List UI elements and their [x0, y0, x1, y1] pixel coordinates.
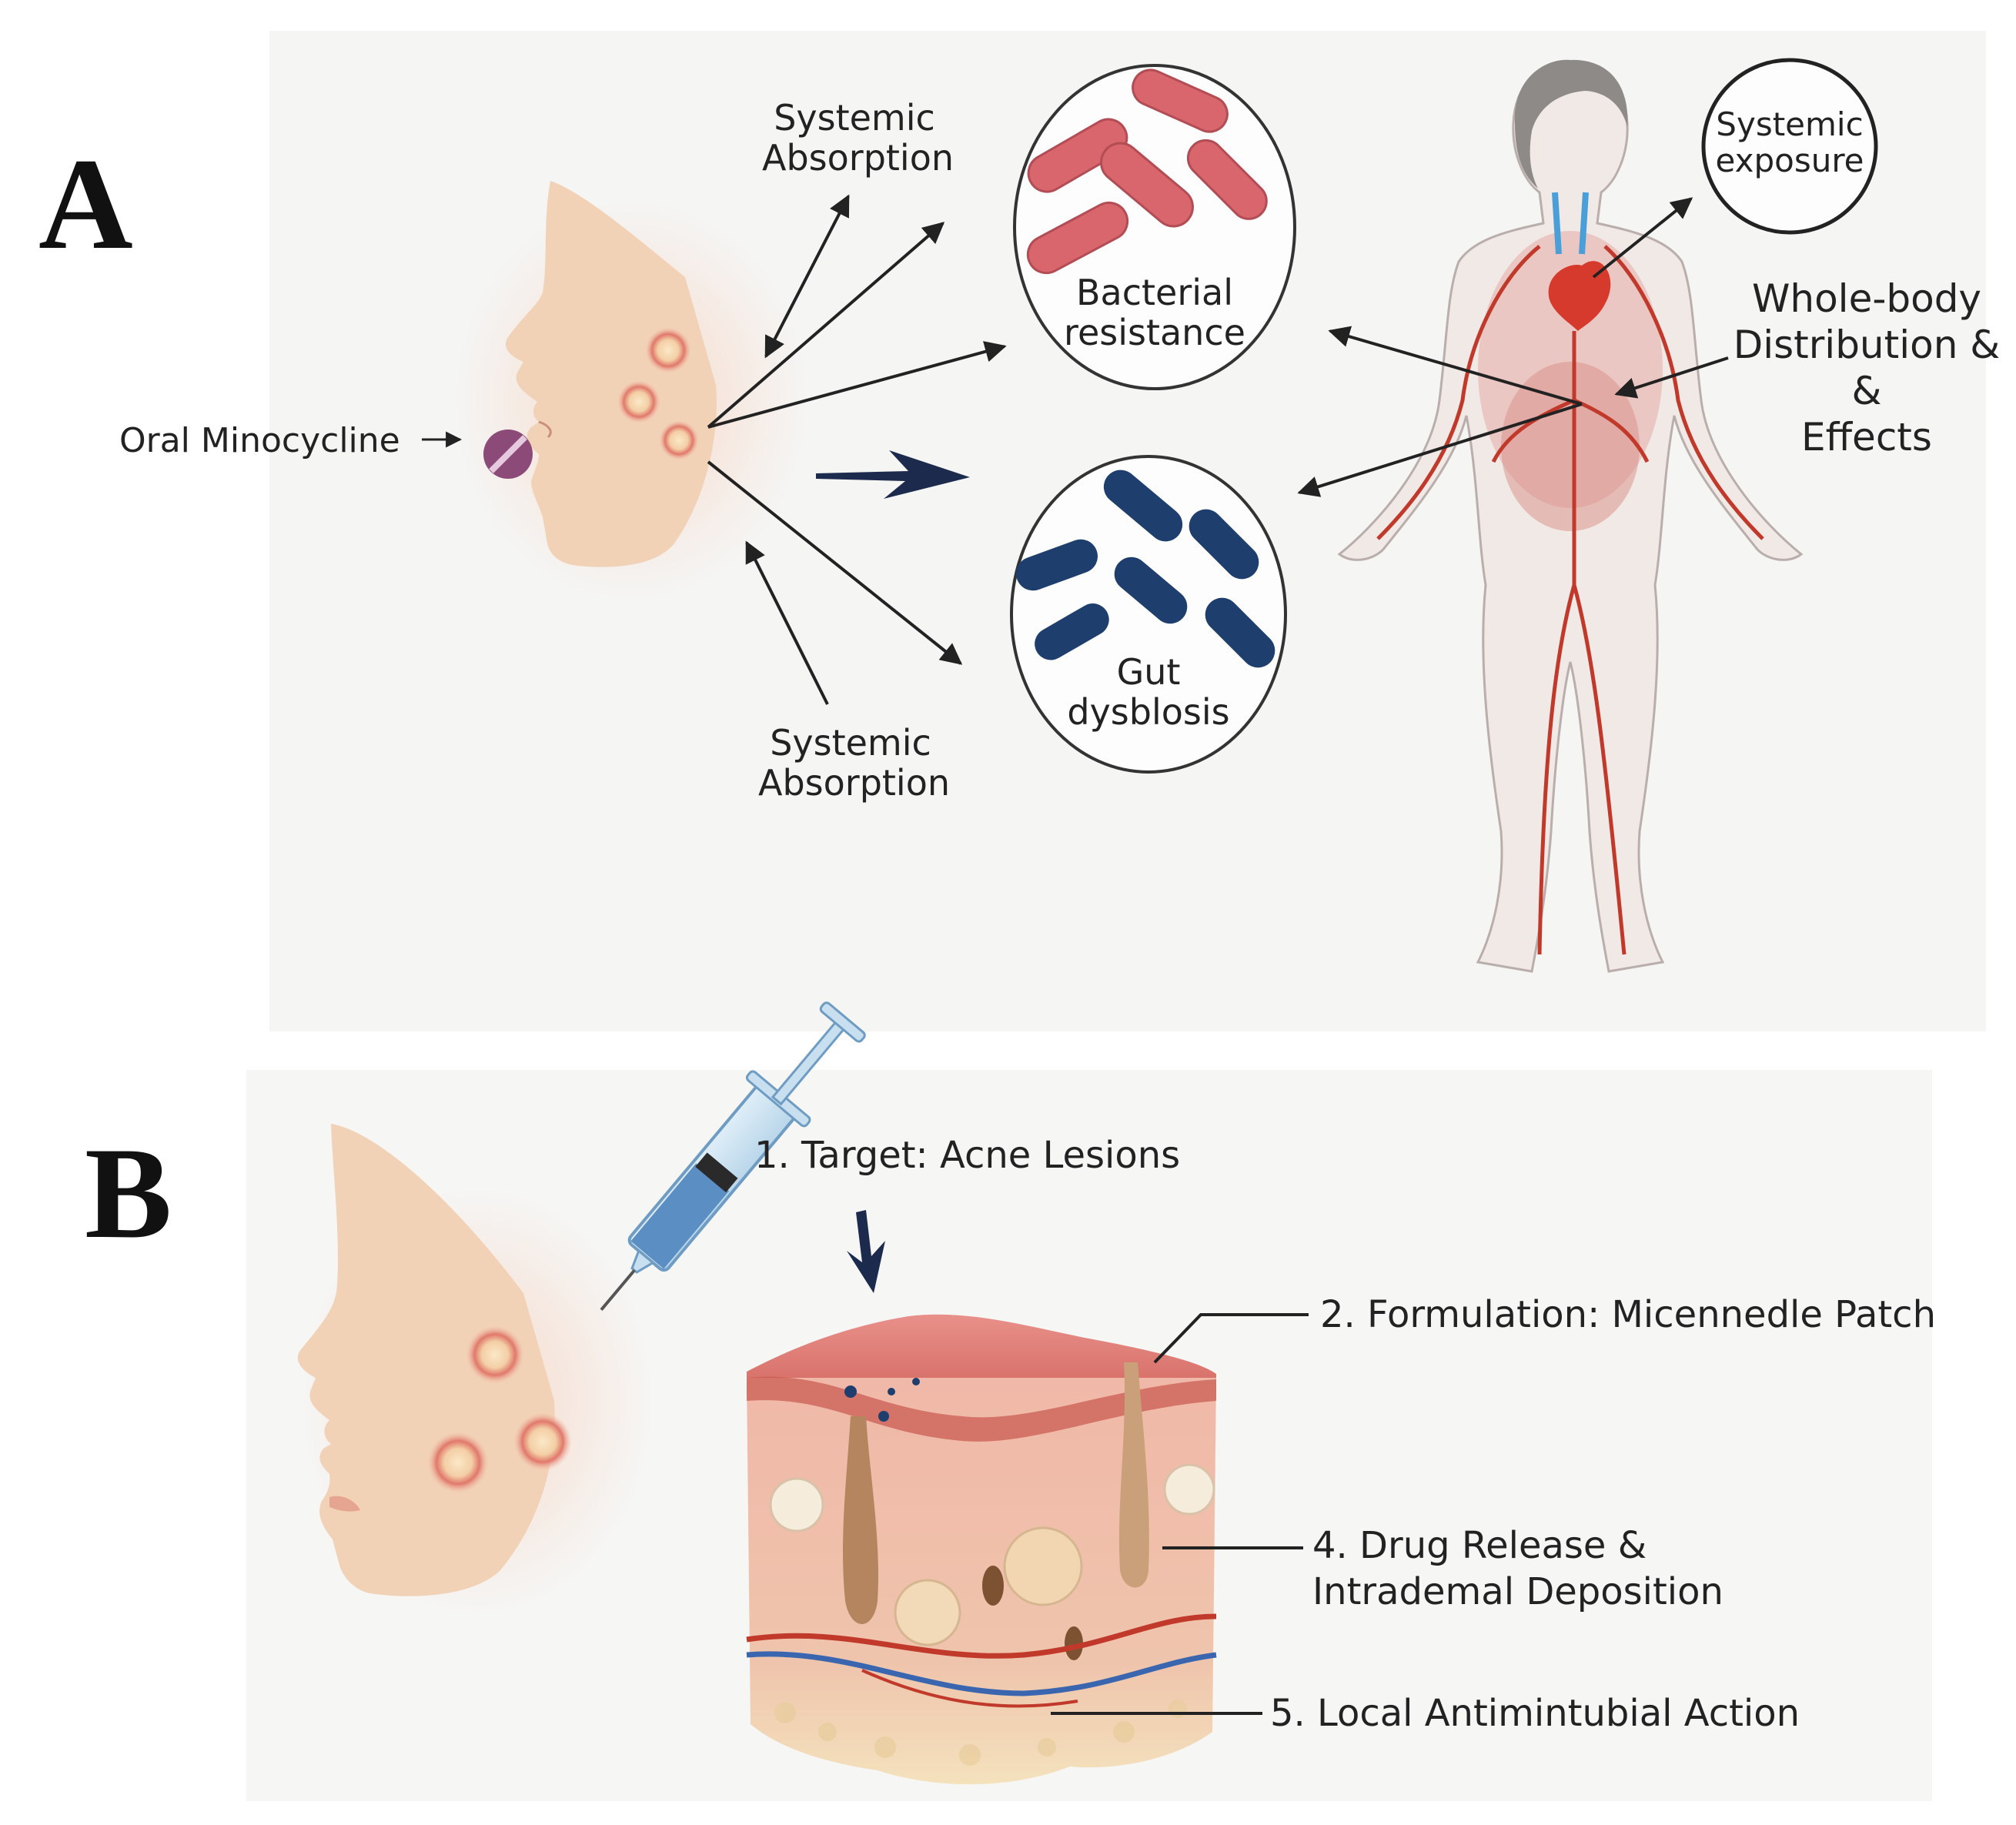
step-4-label: 4. Drug Release & Intrademal Deposition [1312, 1524, 1723, 1613]
pill-icon [483, 430, 533, 479]
body-arrows [1297, 197, 1729, 497]
systemic-exposure-label: Systemic exposure [1715, 105, 1864, 180]
panel-a-letter: A [38, 132, 133, 276]
panel-a-letter-box [15, 77, 185, 331]
panel-b-leaders [1051, 1313, 1309, 1715]
bacterial-resistance-label: Bacterial resistance [1064, 272, 1245, 353]
skin-cross-section [746, 1314, 1217, 1785]
step-1-label: 1. Target: Acne Lesions [754, 1134, 1181, 1177]
face-a [454, 181, 808, 600]
face-arrows [707, 194, 1007, 705]
step-2-label: 2. Formulation: Micennedle Patch [1320, 1293, 1936, 1336]
systemic-absorption-top-label: Systemic Absorption [762, 97, 955, 179]
gut-dysbiosis-label: Gut dysblosis [1067, 651, 1230, 733]
step-5-label: 5. Local Antimintubial Action [1270, 1692, 1800, 1735]
human-body-figure [1337, 59, 1804, 973]
bacterial-resistance-circle [1013, 64, 1296, 390]
gut-dysbiosis-circle [1010, 455, 1287, 774]
face-b [297, 1124, 654, 1616]
oral-minocycline-label: Oral Minocycline [119, 421, 400, 460]
syringe-icon [600, 1001, 866, 1312]
flow-arrow-icon [816, 450, 970, 499]
panel-b-letter-box [15, 1078, 169, 1316]
systemic-absorption-bottom-label: Systemic Absorption [758, 722, 951, 804]
panel-b-letter: B [85, 1121, 172, 1265]
target-arrow-icon [847, 1210, 885, 1293]
whole-body-label: Whole-body Distribution & & Effects [1733, 276, 2001, 460]
systemic-exposure-circle [1701, 58, 1878, 235]
